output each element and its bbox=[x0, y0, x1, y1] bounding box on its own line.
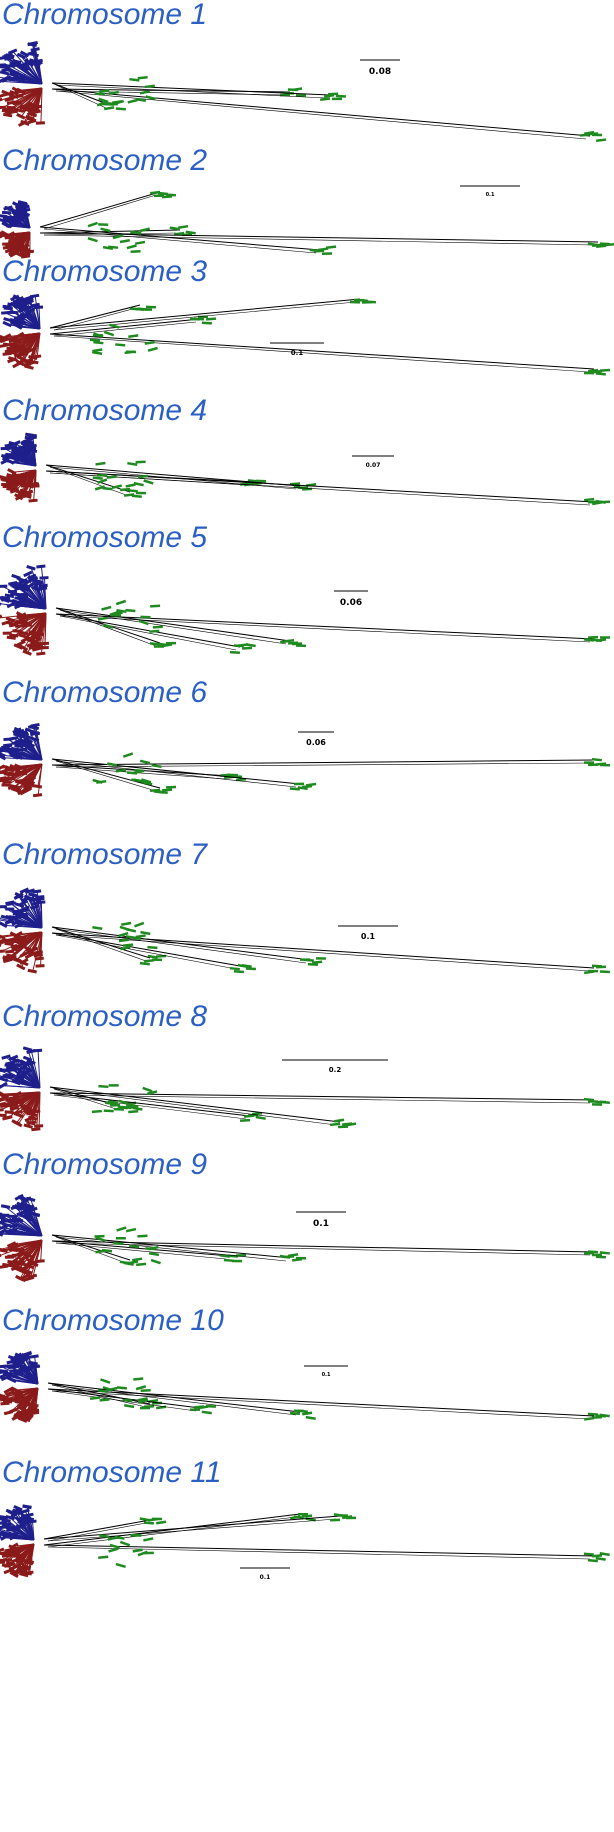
blue-clade bbox=[1, 293, 44, 330]
green-outgroups bbox=[49, 298, 611, 376]
tree-panel: Chromosome 7 0.1 bbox=[0, 840, 614, 1000]
chromosome-title: Chromosome 3 bbox=[2, 255, 208, 288]
tree-diagram: 0.1 bbox=[0, 185, 614, 259]
red-clade bbox=[0, 86, 45, 127]
green-outgroups bbox=[51, 921, 610, 975]
chromosome-title: Chromosome 4 bbox=[2, 394, 208, 427]
blue-clade bbox=[0, 722, 43, 761]
scale-bar-label: 0.06 bbox=[306, 738, 326, 747]
chromosome-title: Chromosome 11 bbox=[2, 1456, 222, 1489]
green-outgroups bbox=[39, 190, 614, 255]
green-outgroups bbox=[47, 1377, 610, 1421]
tree-diagram: 0.06 bbox=[0, 722, 610, 798]
scale-bar-label: 0.1 bbox=[260, 1574, 271, 1581]
red-clade bbox=[0, 1542, 35, 1579]
tree-panel: Chromosome 11 0.1 bbox=[0, 1458, 614, 1606]
blue-clade bbox=[0, 1193, 43, 1237]
scale-bar-label: 0.08 bbox=[369, 67, 391, 77]
tree-diagram: 0.1 bbox=[0, 1193, 610, 1283]
tree-panel: Chromosome 3 0.1 bbox=[0, 257, 614, 403]
green-outgroups bbox=[43, 1513, 610, 1568]
red-clade bbox=[0, 931, 45, 974]
chromosome-title: Chromosome 7 bbox=[2, 838, 208, 871]
red-clade bbox=[0, 1239, 45, 1283]
red-clade bbox=[0, 331, 42, 370]
tree-diagram: 0.2 bbox=[0, 1046, 610, 1132]
red-clade bbox=[0, 1089, 44, 1132]
red-clade bbox=[0, 1386, 40, 1423]
scale-bar-label: 0.1 bbox=[313, 1219, 329, 1229]
tree-diagram: 0.1 bbox=[0, 887, 610, 975]
chromosome-title: Chromosome 1 bbox=[2, 0, 208, 31]
scale-bar-label: 0.1 bbox=[486, 192, 495, 198]
blue-clade bbox=[0, 1046, 43, 1089]
scale-bar-label: 0.1 bbox=[291, 349, 304, 357]
red-clade bbox=[0, 230, 34, 259]
tree-panel: Chromosome 1 0.08 bbox=[0, 0, 614, 172]
chromosome-title: Chromosome 10 bbox=[2, 1304, 224, 1337]
tree-diagram: 0.08 bbox=[0, 41, 607, 142]
blue-clade bbox=[0, 887, 46, 929]
tree-panel: Chromosome 5 0.06 bbox=[0, 523, 614, 673]
tree-panel: Chromosome 6 0.06 bbox=[0, 678, 614, 840]
green-outgroups bbox=[49, 1084, 610, 1129]
scale-bar-label: 0.1 bbox=[361, 932, 376, 941]
tree-diagram: 0.1 bbox=[0, 1504, 610, 1581]
green-outgroups bbox=[51, 752, 610, 795]
scale-bar-label: 0.07 bbox=[366, 462, 381, 469]
chromosome-title: Chromosome 2 bbox=[2, 144, 208, 177]
green-outgroups bbox=[51, 1226, 610, 1267]
red-clade bbox=[0, 611, 50, 656]
tree-panel: Chromosome 10 0.1 bbox=[0, 1306, 614, 1452]
blue-clade bbox=[0, 564, 49, 610]
tree-diagram: 0.06 bbox=[0, 564, 611, 656]
tree-diagram: 0.1 bbox=[0, 1350, 610, 1423]
blue-clade bbox=[0, 1350, 41, 1385]
tree-panel: Chromosome 2 0.1 bbox=[0, 146, 614, 268]
tree-panel: Chromosome 8 0.2 bbox=[0, 1002, 614, 1152]
tree-panel: Chromosome 4 0.07 bbox=[0, 396, 614, 518]
scale-bar-label: 0.1 bbox=[322, 1372, 331, 1378]
blue-clade bbox=[0, 41, 43, 85]
red-clade bbox=[0, 468, 40, 503]
blue-clade bbox=[0, 200, 31, 229]
tree-panel: Chromosome 9 0.1 bbox=[0, 1150, 614, 1302]
green-outgroups bbox=[45, 460, 611, 506]
chromosome-title: Chromosome 5 bbox=[2, 521, 208, 554]
chromosome-title: Chromosome 8 bbox=[2, 1000, 208, 1033]
red-clade bbox=[0, 763, 43, 798]
blue-clade bbox=[0, 1504, 37, 1541]
scale-bar-label: 0.2 bbox=[329, 1066, 342, 1074]
blue-clade bbox=[0, 432, 38, 467]
green-outgroups bbox=[51, 76, 607, 142]
tree-diagram: 0.07 bbox=[0, 432, 611, 506]
chromosome-title: Chromosome 6 bbox=[2, 676, 208, 709]
chromosome-title: Chromosome 9 bbox=[2, 1148, 208, 1181]
green-outgroups bbox=[55, 599, 611, 654]
tree-diagram: 0.1 bbox=[0, 293, 611, 376]
scale-bar-label: 0.06 bbox=[340, 598, 362, 608]
